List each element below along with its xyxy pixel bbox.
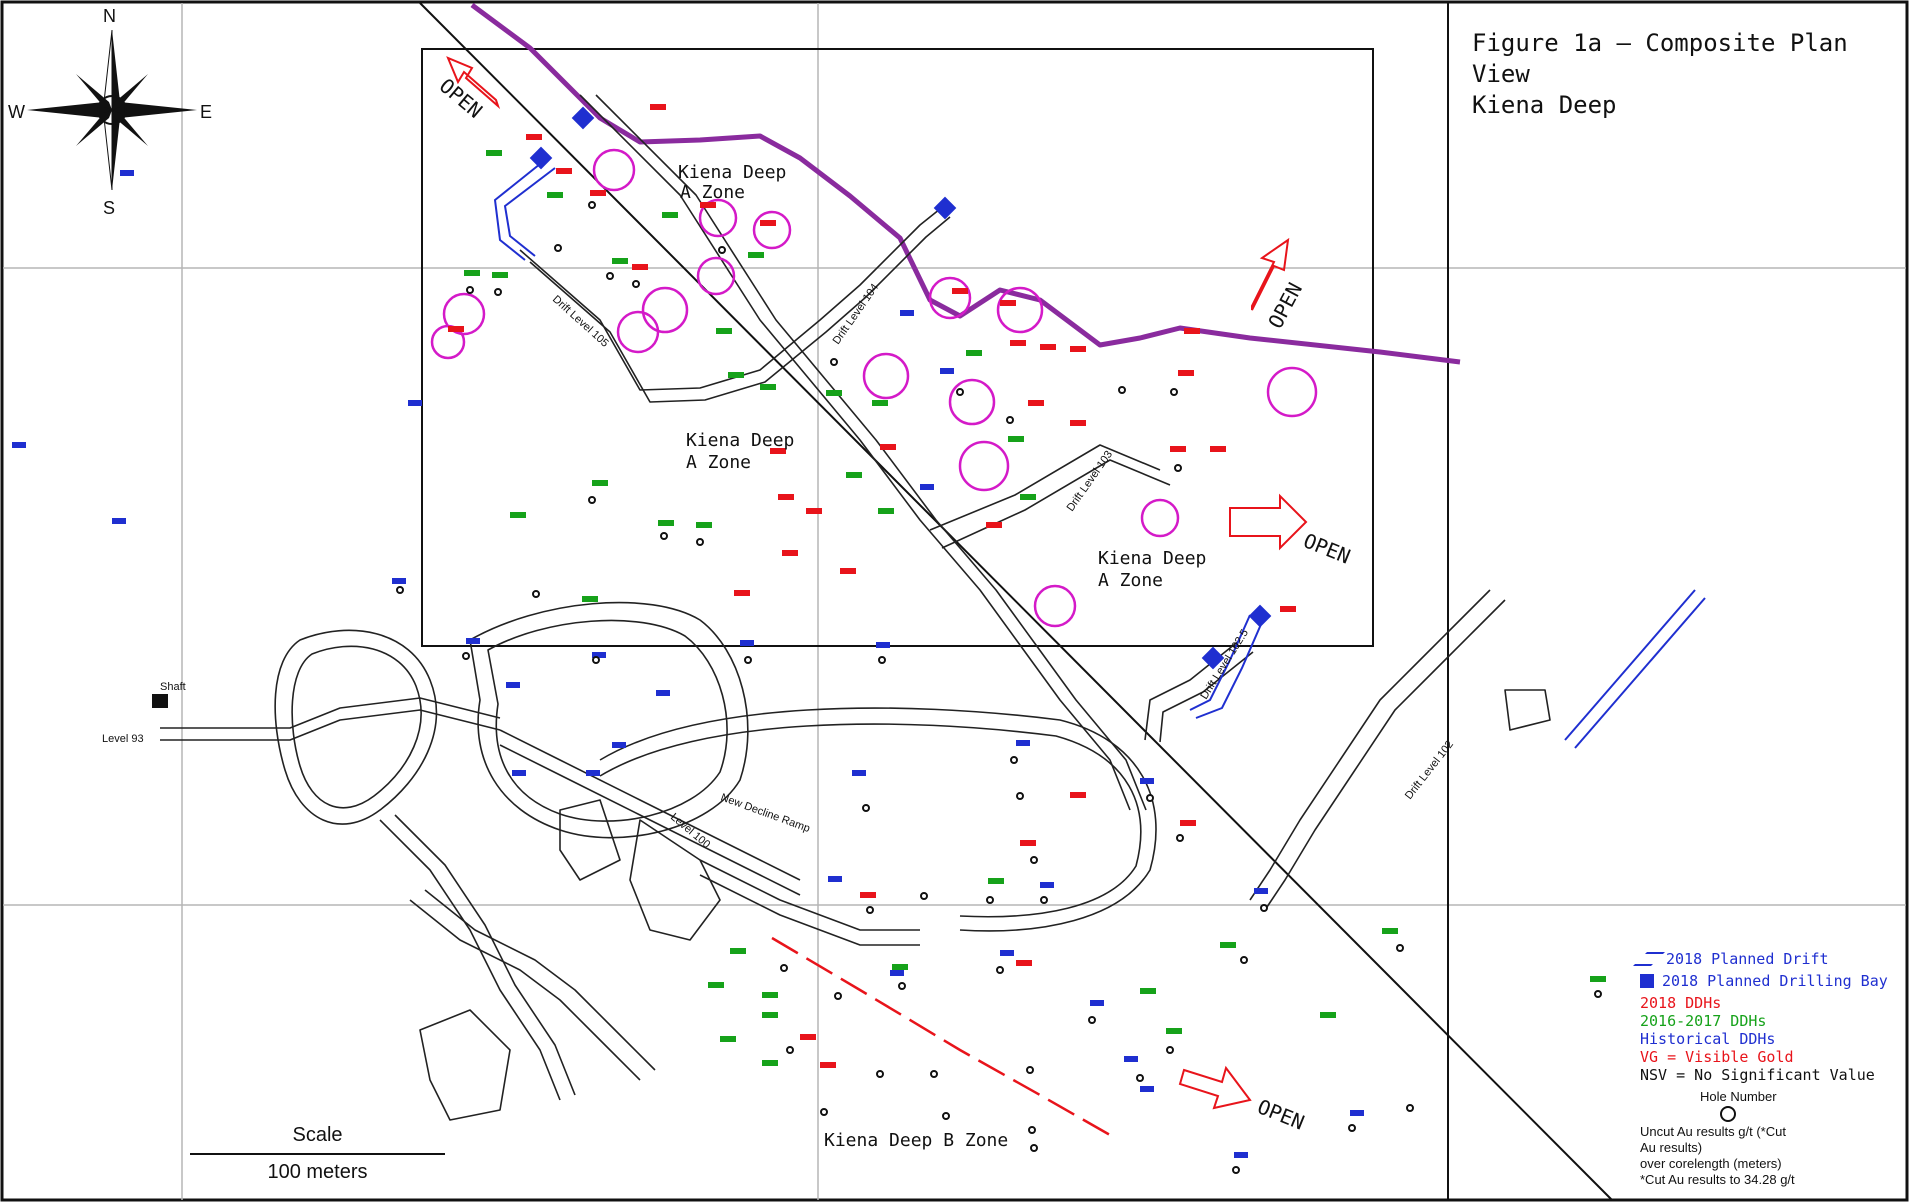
open-label-nw: OPEN (435, 73, 487, 122)
scale-title: Scale (292, 1124, 343, 1146)
level-93-label: Level 93 (102, 733, 144, 745)
legend-nsv: NSV = No Significant Value (1640, 1066, 1875, 1084)
open-label-e: OPEN (1300, 528, 1354, 568)
legend-2018-ddhs: 2018 DDHs (1640, 994, 1722, 1012)
legend-visible-gold: VG = Visible Gold (1640, 1048, 1794, 1066)
open-label-se: OPEN (1254, 1094, 1308, 1134)
compass-rose[interactable] (27, 29, 197, 191)
zone-a-mid-line2: A Zone (686, 452, 751, 473)
legend-notes: Uncut Au results g/t (*Cut Au results) o… (1640, 1124, 1905, 1188)
zone-a-mid-line1: Kiena Deep (686, 430, 794, 451)
hole-collars (396, 201, 1602, 1174)
legend-note-1: Uncut Au results g/t (*Cut (1640, 1124, 1786, 1139)
legend-2016-2017-ddhs: 2016-2017 DDHs (1640, 1012, 1767, 1030)
drill-holes-2018 (448, 104, 1296, 1068)
planned-drifts (493, 159, 1706, 749)
zone-a-right-line1: Kiena Deep (1098, 548, 1206, 569)
open-label-ne: OPEN (1263, 279, 1307, 333)
shaft-icon (152, 694, 168, 708)
drift-level-104-label: Drift Level 104 (831, 282, 882, 347)
scale-bar: Scale 100 meters (190, 1124, 445, 1184)
figure-title-line2: Kiena Deep (1472, 91, 1617, 119)
shaft-label: Shaft (160, 681, 186, 693)
projected-contact-line (470, 2, 1461, 365)
drill-holes-historical (12, 170, 1364, 1158)
zone-b-label: Kiena Deep B Zone (824, 1130, 1008, 1151)
drill-holes-2016-2017 (464, 150, 1606, 1066)
drift-level-103-label: Drift Level 103 (1065, 449, 1116, 514)
level-100-label: Level 100 (668, 811, 712, 851)
legend-hole-number: Hole Number (1700, 1089, 1777, 1104)
zone-a-right-line2: A Zone (1098, 570, 1163, 591)
legend-note-3: over corelength (meters) (1640, 1156, 1782, 1171)
legend-planned-drift: 2018 Planned Drift (1633, 950, 1905, 968)
open-arrows (446, 56, 1308, 1110)
legend-note-2: Au results) (1640, 1140, 1703, 1155)
legend-hole-number-icon (1720, 1106, 1736, 1122)
compass-w: W (8, 102, 25, 122)
section-line (419, 2, 1613, 1201)
compass-s: S (103, 198, 115, 218)
drift-workings (160, 94, 1551, 1121)
study-area-box (421, 48, 1374, 647)
legend-planned-bay-label: 2018 Planned Drilling Bay (1662, 972, 1888, 990)
visible-gold-circles (430, 148, 1318, 628)
scale-label: 100 meters (267, 1161, 368, 1183)
legend-note-4: *Cut Au results to 34.28 g/t (1640, 1172, 1795, 1187)
figure-title: Figure 1a – Composite Plan View Kiena De… (1472, 28, 1909, 121)
legend-planned-drift-label: 2018 Planned Drift (1666, 950, 1829, 968)
zone-a-top-line1: Kiena Deep (678, 162, 786, 183)
scale-line (190, 1153, 445, 1155)
legend-planned-bay: 2018 Planned Drilling Bay (1640, 972, 1905, 990)
zone-a-top-line2: A Zone (680, 182, 745, 203)
grid-lines (3, 3, 1906, 1200)
compass-n: N (103, 6, 116, 26)
legend-historical-ddhs: Historical DDHs (1640, 1030, 1776, 1048)
figure-title-line1: Figure 1a – Composite Plan View (1472, 29, 1848, 88)
b-zone-trend (771, 936, 1111, 1137)
compass-e: E (200, 102, 212, 122)
new-decline-ramp-label: New Decline Ramp (719, 792, 812, 835)
map-legend: 2018 Planned Drift 2018 Planned Drilling… (1633, 950, 1905, 1188)
planned-bay-swatch (1640, 974, 1654, 988)
